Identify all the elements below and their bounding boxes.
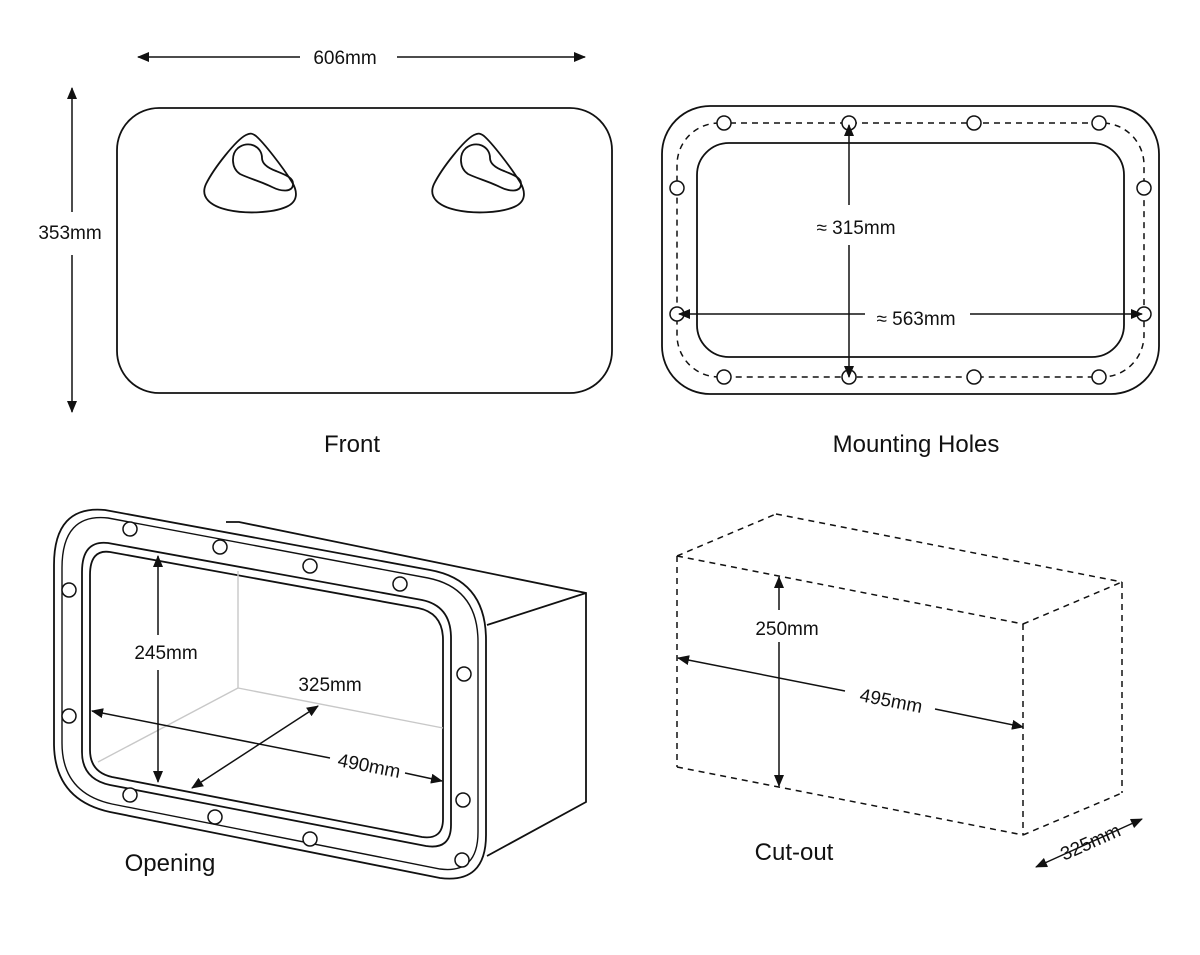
- mount-width-label: ≈ 563mm: [876, 309, 955, 330]
- opening-flange-outer: [53, 508, 487, 880]
- opening-view: 245mm 325mm 490mm Opening: [53, 508, 587, 880]
- cutout-edge: [676, 766, 1024, 836]
- opening-box-top: [226, 521, 587, 857]
- opening-hole: [207, 809, 223, 825]
- cutout-view: 250mm 495mm 325mm Cut-out: [676, 513, 1143, 868]
- opening-width-arrow-left: [91, 708, 331, 759]
- front-view: 606mm 353mm Front: [38, 48, 613, 458]
- front-caption: Front: [324, 431, 380, 458]
- cutout-edge: [676, 513, 777, 557]
- opening-hole: [455, 792, 471, 808]
- opening-hole: [302, 831, 318, 847]
- cutout-caption: Cut-out: [755, 839, 834, 866]
- opening-interior-line: [237, 687, 444, 729]
- opening-hole: [61, 582, 77, 598]
- opening-depth-label: 325mm: [298, 675, 361, 696]
- front-hatch-lid: [116, 107, 613, 394]
- cutout-width-label: 495mm: [858, 685, 924, 718]
- mounting-holes-caption: Mounting Holes: [833, 431, 1000, 458]
- opening-width-arrow-right: [404, 772, 443, 784]
- opening-height-label: 245mm: [134, 643, 197, 664]
- opening-hole: [392, 576, 408, 592]
- opening-hole: [212, 539, 228, 555]
- cutout-width-arrow-right: [934, 708, 1024, 730]
- front-latch-left: [203, 132, 297, 214]
- opening-flange-outer-2: [61, 516, 479, 871]
- front-latch-right: [431, 132, 525, 214]
- front-width-label: 606mm: [313, 48, 376, 69]
- mount-hole: [1091, 115, 1107, 131]
- cutout-depth-label: 325mm: [1058, 820, 1124, 865]
- mount-hole: [966, 369, 982, 385]
- mount-hole: [716, 115, 732, 131]
- cutout-depth-arrow: [1035, 818, 1143, 868]
- mount-hole: [1136, 180, 1152, 196]
- opening-hole: [302, 558, 318, 574]
- opening-hole: [456, 666, 472, 682]
- cutout-edge: [1022, 581, 1123, 625]
- opening-width-label: 490mm: [336, 750, 402, 783]
- opening-hole: [122, 787, 138, 803]
- opening-caption: Opening: [125, 850, 216, 877]
- mounting-holes-view: ≈ 315mm ≈ 563mm Mounting Holes: [661, 105, 1160, 458]
- opening-hole: [122, 521, 138, 537]
- opening-inner-edge: [89, 550, 444, 839]
- opening-inner-lip: [81, 541, 452, 848]
- mount-hole: [669, 180, 685, 196]
- opening-interior-line: [97, 687, 239, 763]
- mount-inner-opening: [696, 142, 1125, 358]
- front-height-label: 353mm: [38, 223, 101, 244]
- mount-hole: [966, 115, 982, 131]
- cutout-width-arrow-left: [677, 655, 846, 692]
- cutout-height-label: 250mm: [755, 619, 818, 640]
- cutout-edge: [676, 555, 1024, 625]
- cutout-edge: [775, 513, 1123, 583]
- opening-hole: [454, 852, 470, 868]
- mount-outer-flange: [661, 105, 1160, 395]
- mount-hole: [1091, 369, 1107, 385]
- mount-height-label: ≈ 315mm: [816, 218, 895, 239]
- opening-depth-arrow: [191, 705, 319, 789]
- opening-box-edge: [486, 592, 587, 626]
- mount-hole: [716, 369, 732, 385]
- cutout-edge: [1022, 792, 1123, 836]
- mount-bolt-circle: [676, 122, 1145, 378]
- opening-hole: [61, 708, 77, 724]
